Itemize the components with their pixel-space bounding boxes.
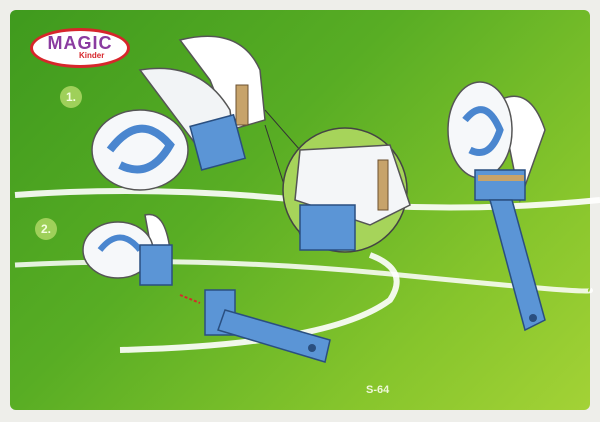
center-circle [119, 252, 400, 353]
logo-text: MAGIC [47, 33, 113, 53]
product-code: S-64 [366, 384, 390, 396]
step2-toy [82, 213, 331, 363]
step-2-badge: 2. [35, 218, 57, 240]
step-1-badge: 1. [60, 86, 82, 108]
detail-clip [294, 144, 411, 251]
assembled-toy [447, 81, 546, 332]
magic-kinder-logo: MAGIC Kinder [30, 28, 130, 68]
step1-toy [91, 35, 266, 191]
logo-subtext: Kinder [79, 51, 105, 60]
